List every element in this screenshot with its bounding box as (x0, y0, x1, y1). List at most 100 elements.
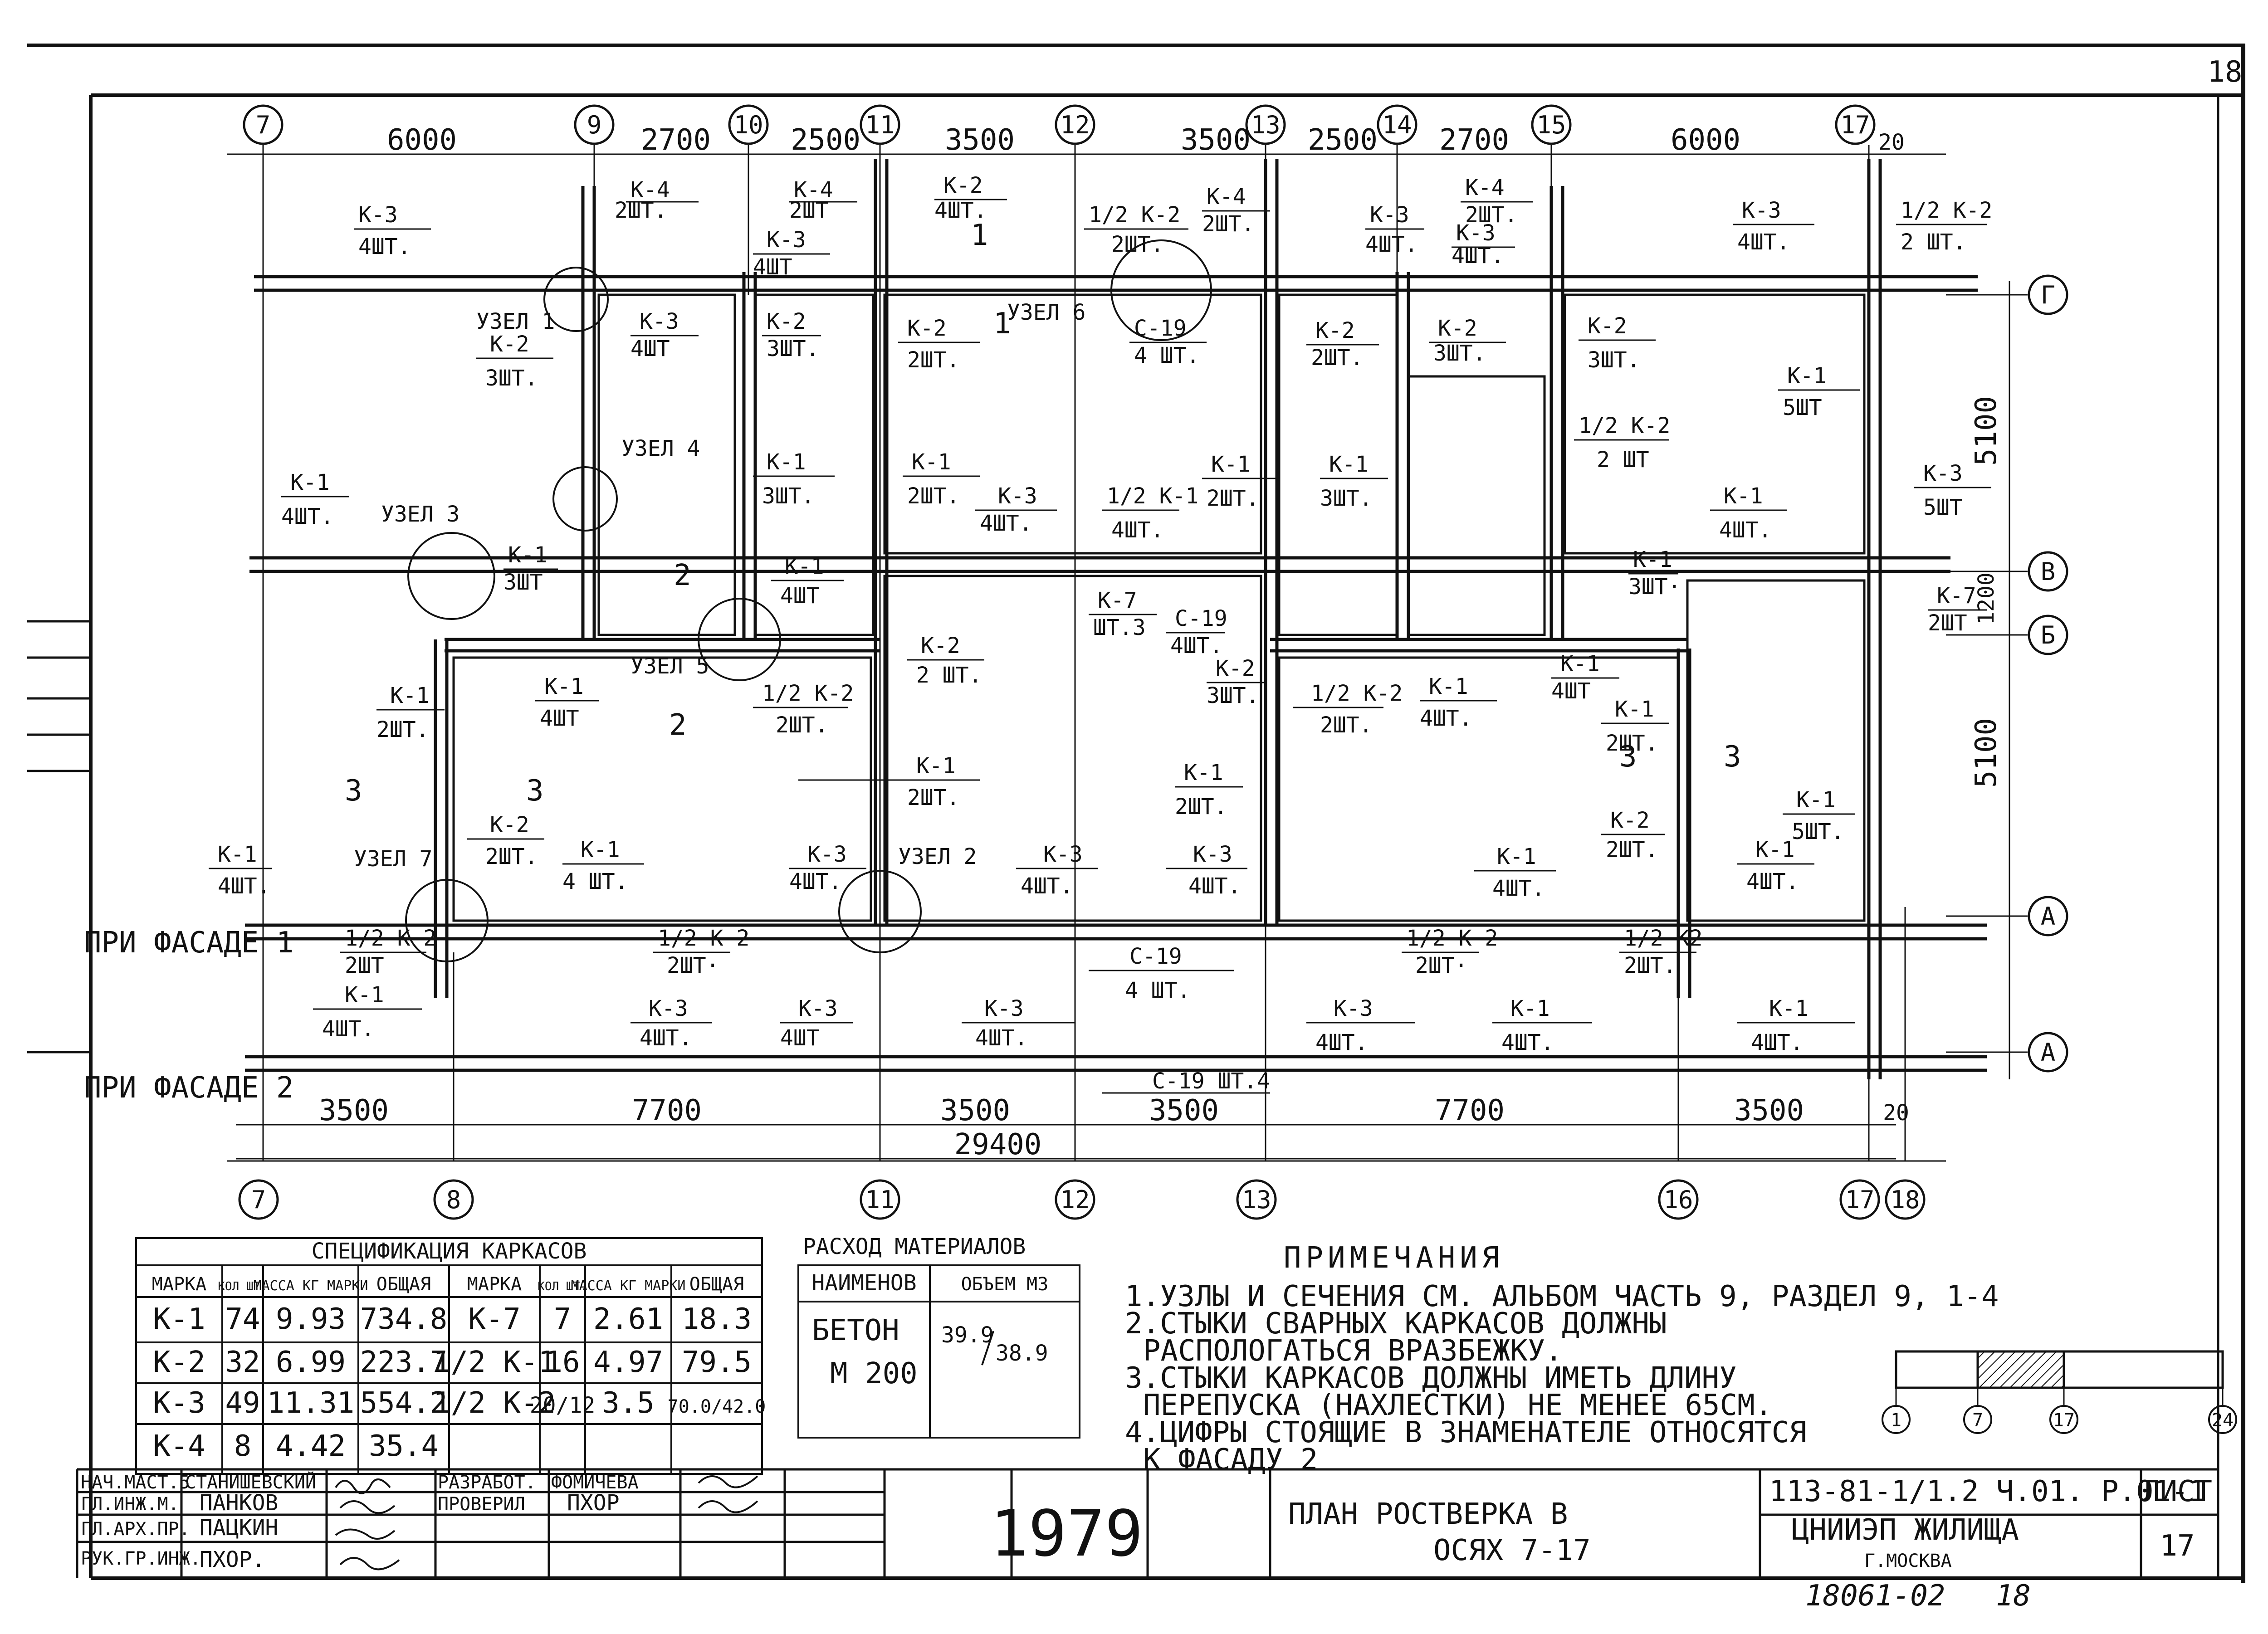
axis-marker-B: Б (2028, 615, 2068, 655)
svg-text:3.СТЫКИ КАРКАСОВ ДОЛЖНЫ ИМЕТЬ: 3.СТЫКИ КАРКАСОВ ДОЛЖНЫ ИМЕТЬ ДЛИНУ (1125, 1361, 1737, 1395)
signature-scribble (698, 1475, 758, 1488)
svg-text:К-7: К-7 (1098, 588, 1137, 613)
svg-text:2500: 2500 (791, 123, 860, 157)
sheet-label: ЛИСТ (2142, 1475, 2212, 1508)
svg-text:2ШТ.: 2ШТ. (1207, 486, 1259, 511)
stamp-year: 1979 (990, 1497, 1143, 1571)
svg-text:4ШТ.: 4ШТ. (281, 504, 334, 529)
materials-text: РАСХОД МАТЕРИАЛОВ НАИМЕНОВ ОБЪЕМ М3 БЕТО… (803, 1234, 1048, 1390)
svg-text:К-1: К-1 (916, 753, 956, 779)
facade-2-label: ПРИ ФАСАДЕ 2 (84, 1071, 293, 1105)
svg-text:А: А (2041, 1038, 2056, 1067)
frame-label: 1/2 К-22 ШТ (1574, 413, 1670, 473)
svg-text:ОБЪЕМ М3: ОБЪЕМ М3 (961, 1274, 1049, 1295)
svg-text:79.5: 79.5 (682, 1346, 752, 1379)
svg-text:6000: 6000 (387, 123, 457, 157)
svg-text:2ШТ·: 2ШТ· (667, 953, 719, 978)
svg-text:3ШТ.: 3ШТ. (1588, 347, 1640, 373)
svg-text:4ШТ.: 4ШТ. (1492, 876, 1545, 901)
axis-marker-10-top: 10 (728, 104, 769, 145)
svg-text:РУК.ГР.ИНЖ.: РУК.ГР.ИНЖ. (81, 1548, 201, 1569)
svg-text:К-3: К-3 (798, 996, 838, 1021)
frame-label: К-3 4ШТ. (1733, 198, 1814, 255)
dimension-lines (236, 153, 2010, 1160)
svg-text:3500: 3500 (1149, 1094, 1219, 1127)
frame-label: К-7ШТ.3 (1089, 588, 1157, 640)
svg-text:К-3: К-3 (1742, 198, 1781, 223)
svg-text:2ШТ·: 2ШТ· (1415, 953, 1468, 978)
svg-text:2ШТ: 2ШТ (345, 953, 384, 978)
svg-text:2700: 2700 (641, 123, 711, 157)
svg-text:К-1: К-1 (1615, 697, 1654, 722)
svg-text:2700: 2700 (1439, 123, 1509, 157)
svg-text:2ШТ.: 2ШТ. (615, 198, 667, 223)
axis-markers-right: Г В Б А А (1946, 274, 2068, 1073)
svg-text:НАИМЕНОВ: НАИМЕНОВ (811, 1270, 916, 1296)
svg-text:3ШТ.: 3ШТ. (1433, 341, 1486, 366)
svg-text:18: 18 (1890, 1185, 1920, 1214)
svg-text:4ШТ.: 4ШТ. (1737, 229, 1790, 255)
svg-text:8: 8 (446, 1185, 461, 1214)
svg-text:К-7: К-7 (1937, 583, 1976, 609)
svg-text:К-2: К-2 (943, 173, 983, 198)
svg-text:10: 10 (733, 111, 763, 139)
svg-text:2ШТ.: 2ШТ. (1624, 953, 1677, 978)
svg-text:4ШТ.: 4ШТ. (1188, 873, 1241, 899)
svg-text:К-2: К-2 (1216, 656, 1255, 681)
svg-text:3.5: 3.5 (602, 1386, 655, 1420)
svg-text:2ШТ.: 2ШТ. (1311, 345, 1364, 371)
title-block-text: НАЧ.МАСТ.5 ГЛ.ИНЖ.М. ГЛ.АРХ.ПР. РУК.ГР.И… (81, 1471, 2212, 1572)
frame-label: С-19 ШТ.4 (1102, 1068, 1270, 1094)
svg-text:2ШТ.: 2ШТ. (1606, 731, 1658, 756)
svg-text:ГЛ.ИНЖ.М.: ГЛ.ИНЖ.М. (81, 1494, 179, 1515)
node-label-3: УЗЕЛ 3 (381, 502, 459, 527)
node-label-5: УЗЕЛ 5 (631, 654, 709, 679)
svg-text:К-1: К-1 (153, 1302, 205, 1336)
svg-text:ПАНКОВ: ПАНКОВ (200, 1490, 278, 1516)
svg-text:К-2: К-2 (153, 1346, 205, 1379)
node-label-7: УЗЕЛ 7 (354, 846, 432, 872)
svg-text:4ШТ.: 4ШТ. (1501, 1030, 1554, 1055)
svg-text:6000: 6000 (1671, 123, 1740, 157)
svg-text:13: 13 (1242, 1185, 1271, 1214)
svg-text:4ШТ.: 4ШТ. (1170, 633, 1223, 658)
axis-markers-top: 7 9 10 11 12 13 14 15 17 (243, 104, 1876, 145)
svg-text:БЕТОН: БЕТОН (812, 1314, 899, 1347)
node-label-1: УЗЕЛ 1 (476, 309, 555, 334)
svg-text:13: 13 (1251, 111, 1280, 139)
svg-text:2ШТ.: 2ШТ. (1111, 232, 1164, 257)
svg-text:К-4: К-4 (794, 177, 833, 203)
signature-scribble (339, 1557, 400, 1571)
axis-marker-13-bottom: 13 (1236, 1179, 1277, 1220)
svg-text:НАЧ.МАСТ.5: НАЧ.МАСТ.5 (81, 1472, 190, 1493)
svg-text:20/12: 20/12 (530, 1393, 596, 1418)
svg-text:4ШТ.: 4ШТ. (1315, 1030, 1368, 1055)
svg-text:2ШТ.: 2ШТ. (1606, 837, 1658, 863)
svg-text:К-1: К-1 (508, 542, 547, 568)
svg-text:РАСХОД МАТЕРИАЛОВ: РАСХОД МАТЕРИАЛОВ (803, 1234, 1026, 1259)
svg-text:4ШТ.: 4ШТ. (980, 511, 1032, 536)
sheet-title-1: ПЛАН РОСТВЕРКА В (1288, 1497, 1568, 1531)
svg-text:2ШТ.: 2ШТ. (776, 712, 828, 738)
svg-text:4ШТ.: 4ШТ. (789, 869, 842, 894)
node-circles (405, 239, 1212, 962)
svg-text:К-3: К-3 (358, 202, 398, 228)
svg-text:3: 3 (526, 774, 544, 808)
frame-label: 1/2 К-22 ШТ. (1896, 198, 1992, 255)
